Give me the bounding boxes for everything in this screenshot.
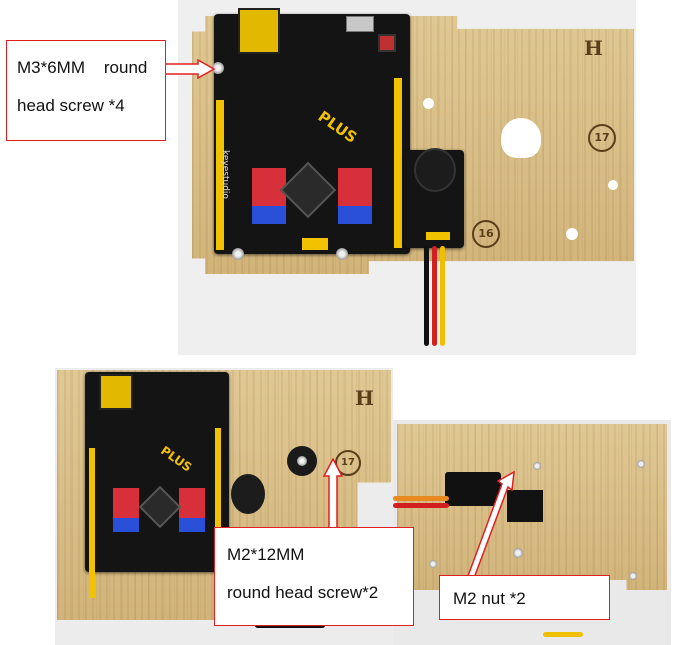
wire-yellow <box>440 246 445 346</box>
panel-number-17-top: 17 <box>588 124 616 152</box>
header-right <box>215 428 221 578</box>
screw <box>533 462 541 470</box>
wire-orange <box>393 496 449 501</box>
header-blue-row <box>179 518 205 532</box>
mount-hole <box>423 98 434 109</box>
header-right <box>394 78 402 248</box>
mount-hole <box>566 228 578 240</box>
arrow-top-callout <box>164 59 216 79</box>
header-blue-row <box>113 518 139 532</box>
wire-black <box>424 246 429 346</box>
maker-label: keyestudio <box>220 150 230 199</box>
header-left <box>216 100 224 250</box>
screw <box>513 548 523 558</box>
keyhole-cutout <box>501 118 541 158</box>
header-small <box>302 238 328 250</box>
callout-screw-m3-line2: head screw *4 <box>17 96 125 115</box>
screw <box>336 248 348 260</box>
callout-screw-m3-line1: M3*6MM round <box>17 58 148 77</box>
panel-number-16: 16 <box>472 220 500 248</box>
buzzer-top-view <box>287 446 317 476</box>
callout-nut-m2: M2 nut *2 <box>439 575 610 620</box>
top-photo: H 17 16 PLUS keyestudio <box>178 0 636 355</box>
header-red-row <box>179 488 205 518</box>
arrow-right-callout <box>467 470 515 579</box>
mount-hole <box>608 180 618 190</box>
screw <box>212 62 224 74</box>
callout-screw-m2-line2: round head screw*2 <box>227 583 379 602</box>
screw <box>297 456 307 466</box>
servo-mount <box>507 490 543 522</box>
callout-screw-m2-line1: M2*12MM <box>227 545 305 564</box>
wire-red <box>432 246 437 346</box>
callout-screw-m3: M3*6MM round head screw *4 <box>6 40 166 141</box>
buzzer <box>231 474 265 514</box>
header-red-row <box>252 168 286 206</box>
screw <box>429 560 437 568</box>
bottom-right-photo <box>393 420 671 645</box>
header-blue-row <box>338 206 372 224</box>
reset-button <box>378 34 396 52</box>
header-left <box>89 448 95 598</box>
usb-port <box>346 16 374 32</box>
callout-screw-m2: M2*12MM round head screw*2 <box>214 527 414 626</box>
dc-jack <box>99 374 133 410</box>
callout-nut-m2-line1: M2 nut *2 <box>453 589 526 608</box>
wire-yellow <box>543 632 583 637</box>
screw <box>637 460 645 468</box>
panel-letter-top: H <box>584 36 603 60</box>
dc-jack <box>238 8 280 54</box>
panel-number-17-bottom: 17 <box>335 450 361 476</box>
header-blue-row <box>252 206 286 224</box>
screw <box>232 248 244 260</box>
screw <box>629 572 637 580</box>
header-red-row <box>338 168 372 206</box>
servo-body <box>445 472 501 506</box>
buzzer <box>414 148 456 192</box>
wire-red <box>393 503 449 508</box>
header-red-row <box>113 488 139 518</box>
panel-letter-bottom: H <box>355 386 374 410</box>
buzzer-pins <box>426 232 450 240</box>
